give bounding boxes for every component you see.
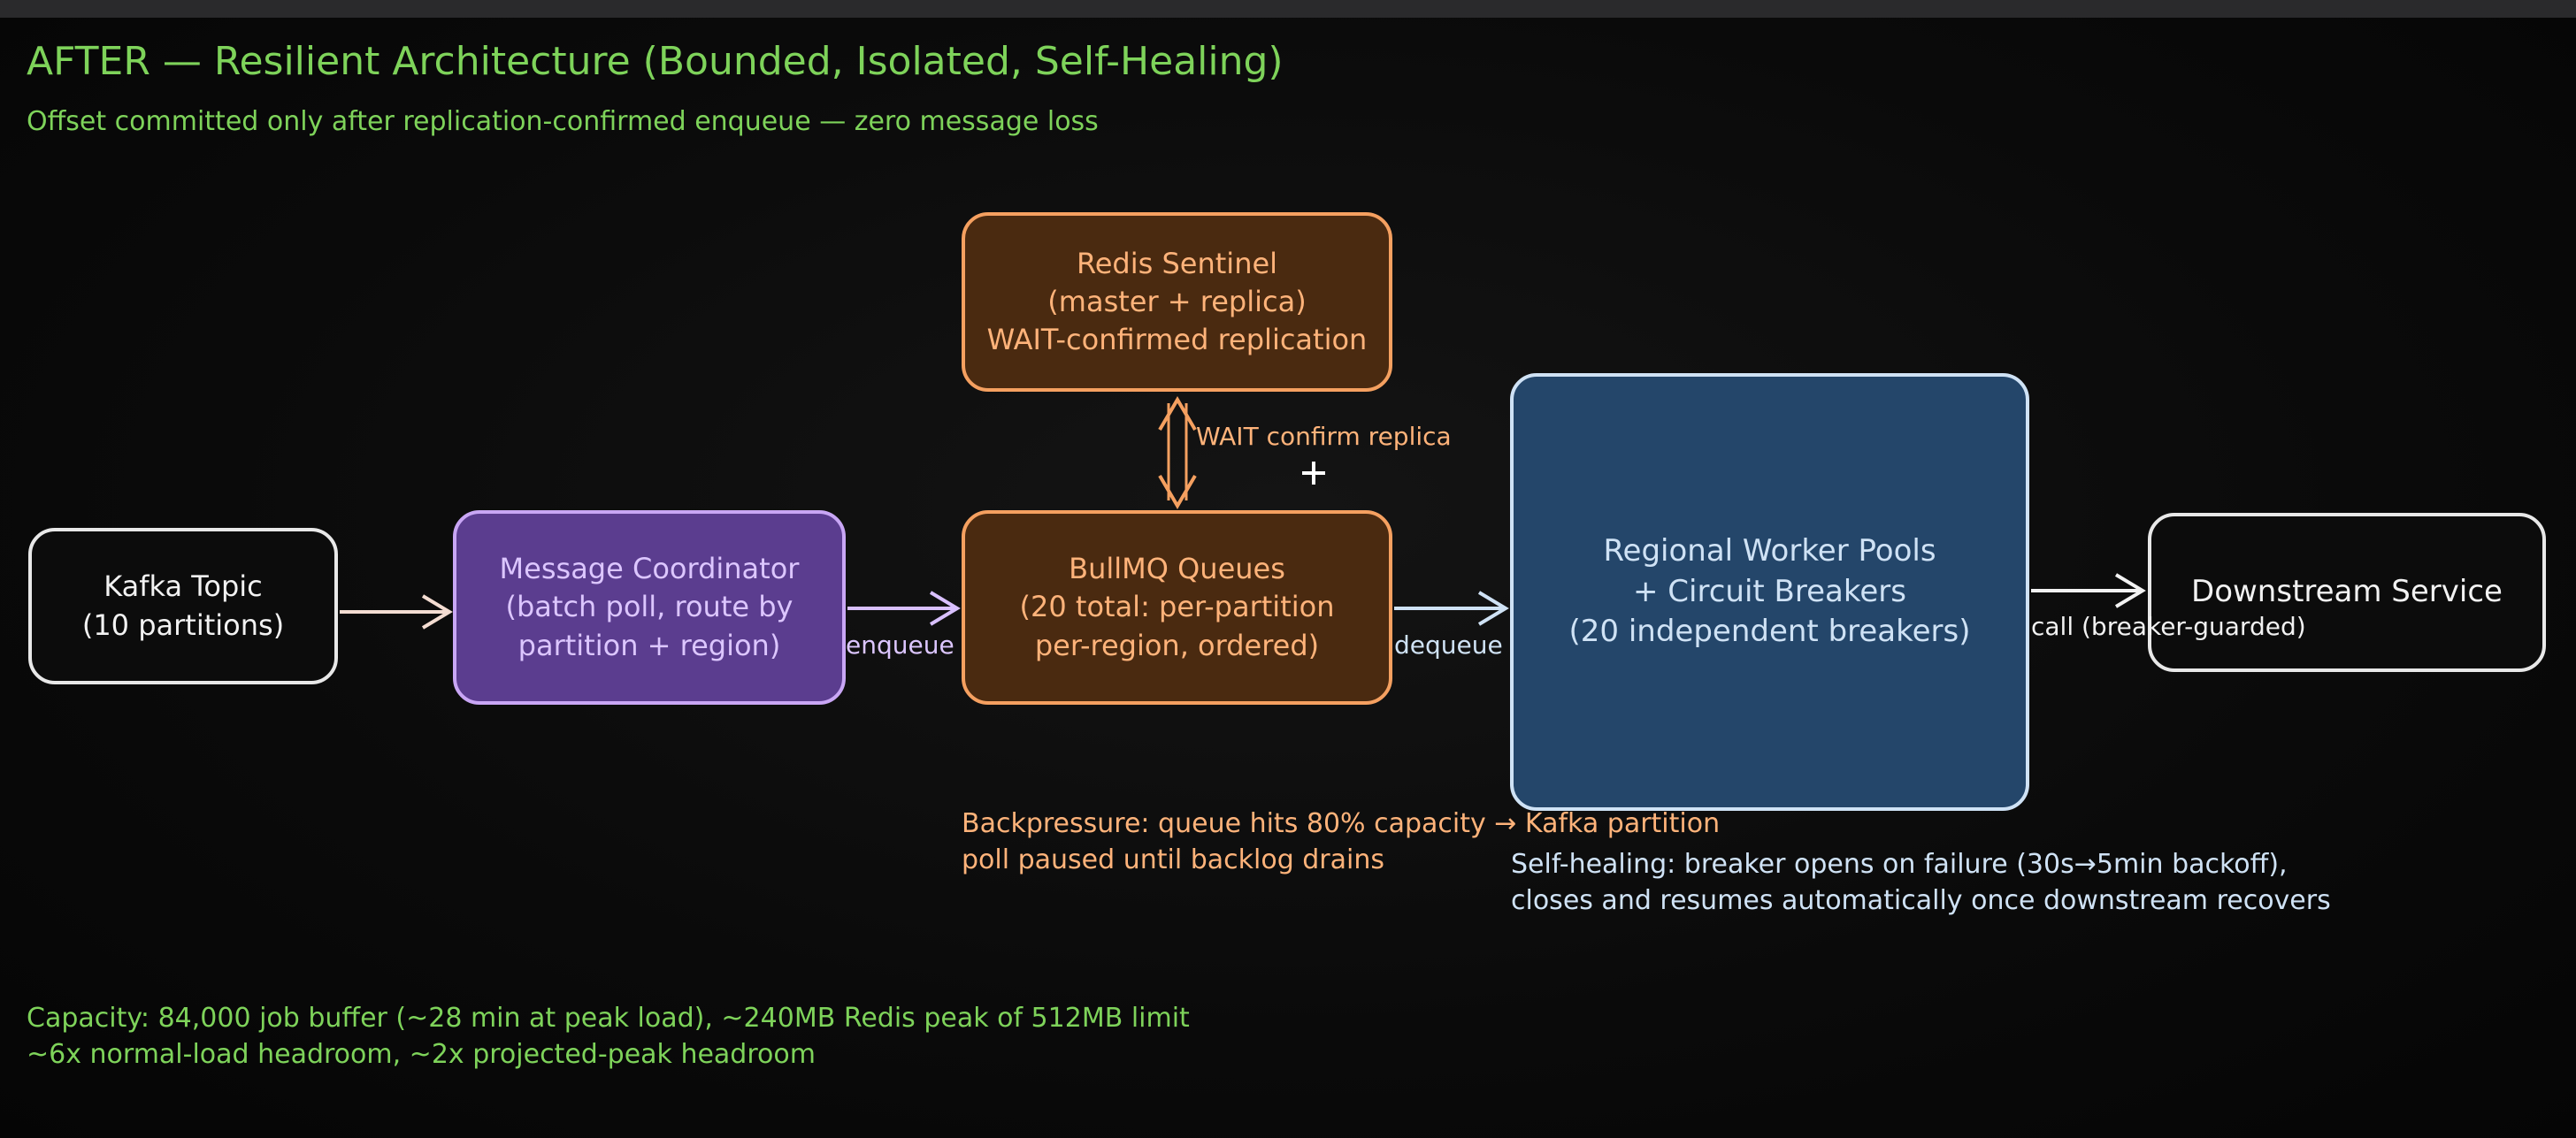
edge-label-wait-confirm: WAIT confirm replica [1196,422,1452,451]
edge-label-enqueue: enqueue [846,630,954,660]
note-backpressure: Backpressure: queue hits 80% capacity → … [962,808,1721,875]
node-redis-sentinel[interactable]: Redis Sentinel (master + replica) WAIT-c… [962,212,1392,392]
mouse-cursor-icon [1302,462,1325,485]
arrow-bullmq-to-workers [1394,591,1509,626]
arrow-workers-to-downstream [2031,573,2146,608]
monitor-bezel [0,0,2576,18]
note-capacity: Capacity: 84,000 job buffer (~28 min at … [27,1003,1190,1070]
edge-label-call: call (breaker-guarded) [2031,612,2306,641]
node-message-coordinator[interactable]: Message Coordinator (batch poll, route b… [453,510,846,705]
edge-label-dequeue: dequeue [1394,630,1503,660]
node-regional-worker-pools[interactable]: Regional Worker Pools + Circuit Breakers… [1510,373,2029,811]
arrow-coordinator-to-bullmq [847,591,961,626]
diagram-subtitle: Offset committed only after replication-… [27,106,1099,137]
diagram-title: AFTER — Resilient Architecture (Bounded,… [27,39,1284,84]
node-kafka-topic[interactable]: Kafka Topic (10 partitions) [28,528,338,684]
arrow-kafka-to-coordinator [340,594,453,630]
arrow-bullmq-redis-bidirectional [1158,396,1197,509]
note-self-healing: Self-healing: breaker opens on failure (… [1511,849,2331,916]
node-bullmq-queues[interactable]: BullMQ Queues (20 total: per-partition p… [962,510,1392,705]
node-downstream-service[interactable]: Downstream Service [2148,513,2546,672]
